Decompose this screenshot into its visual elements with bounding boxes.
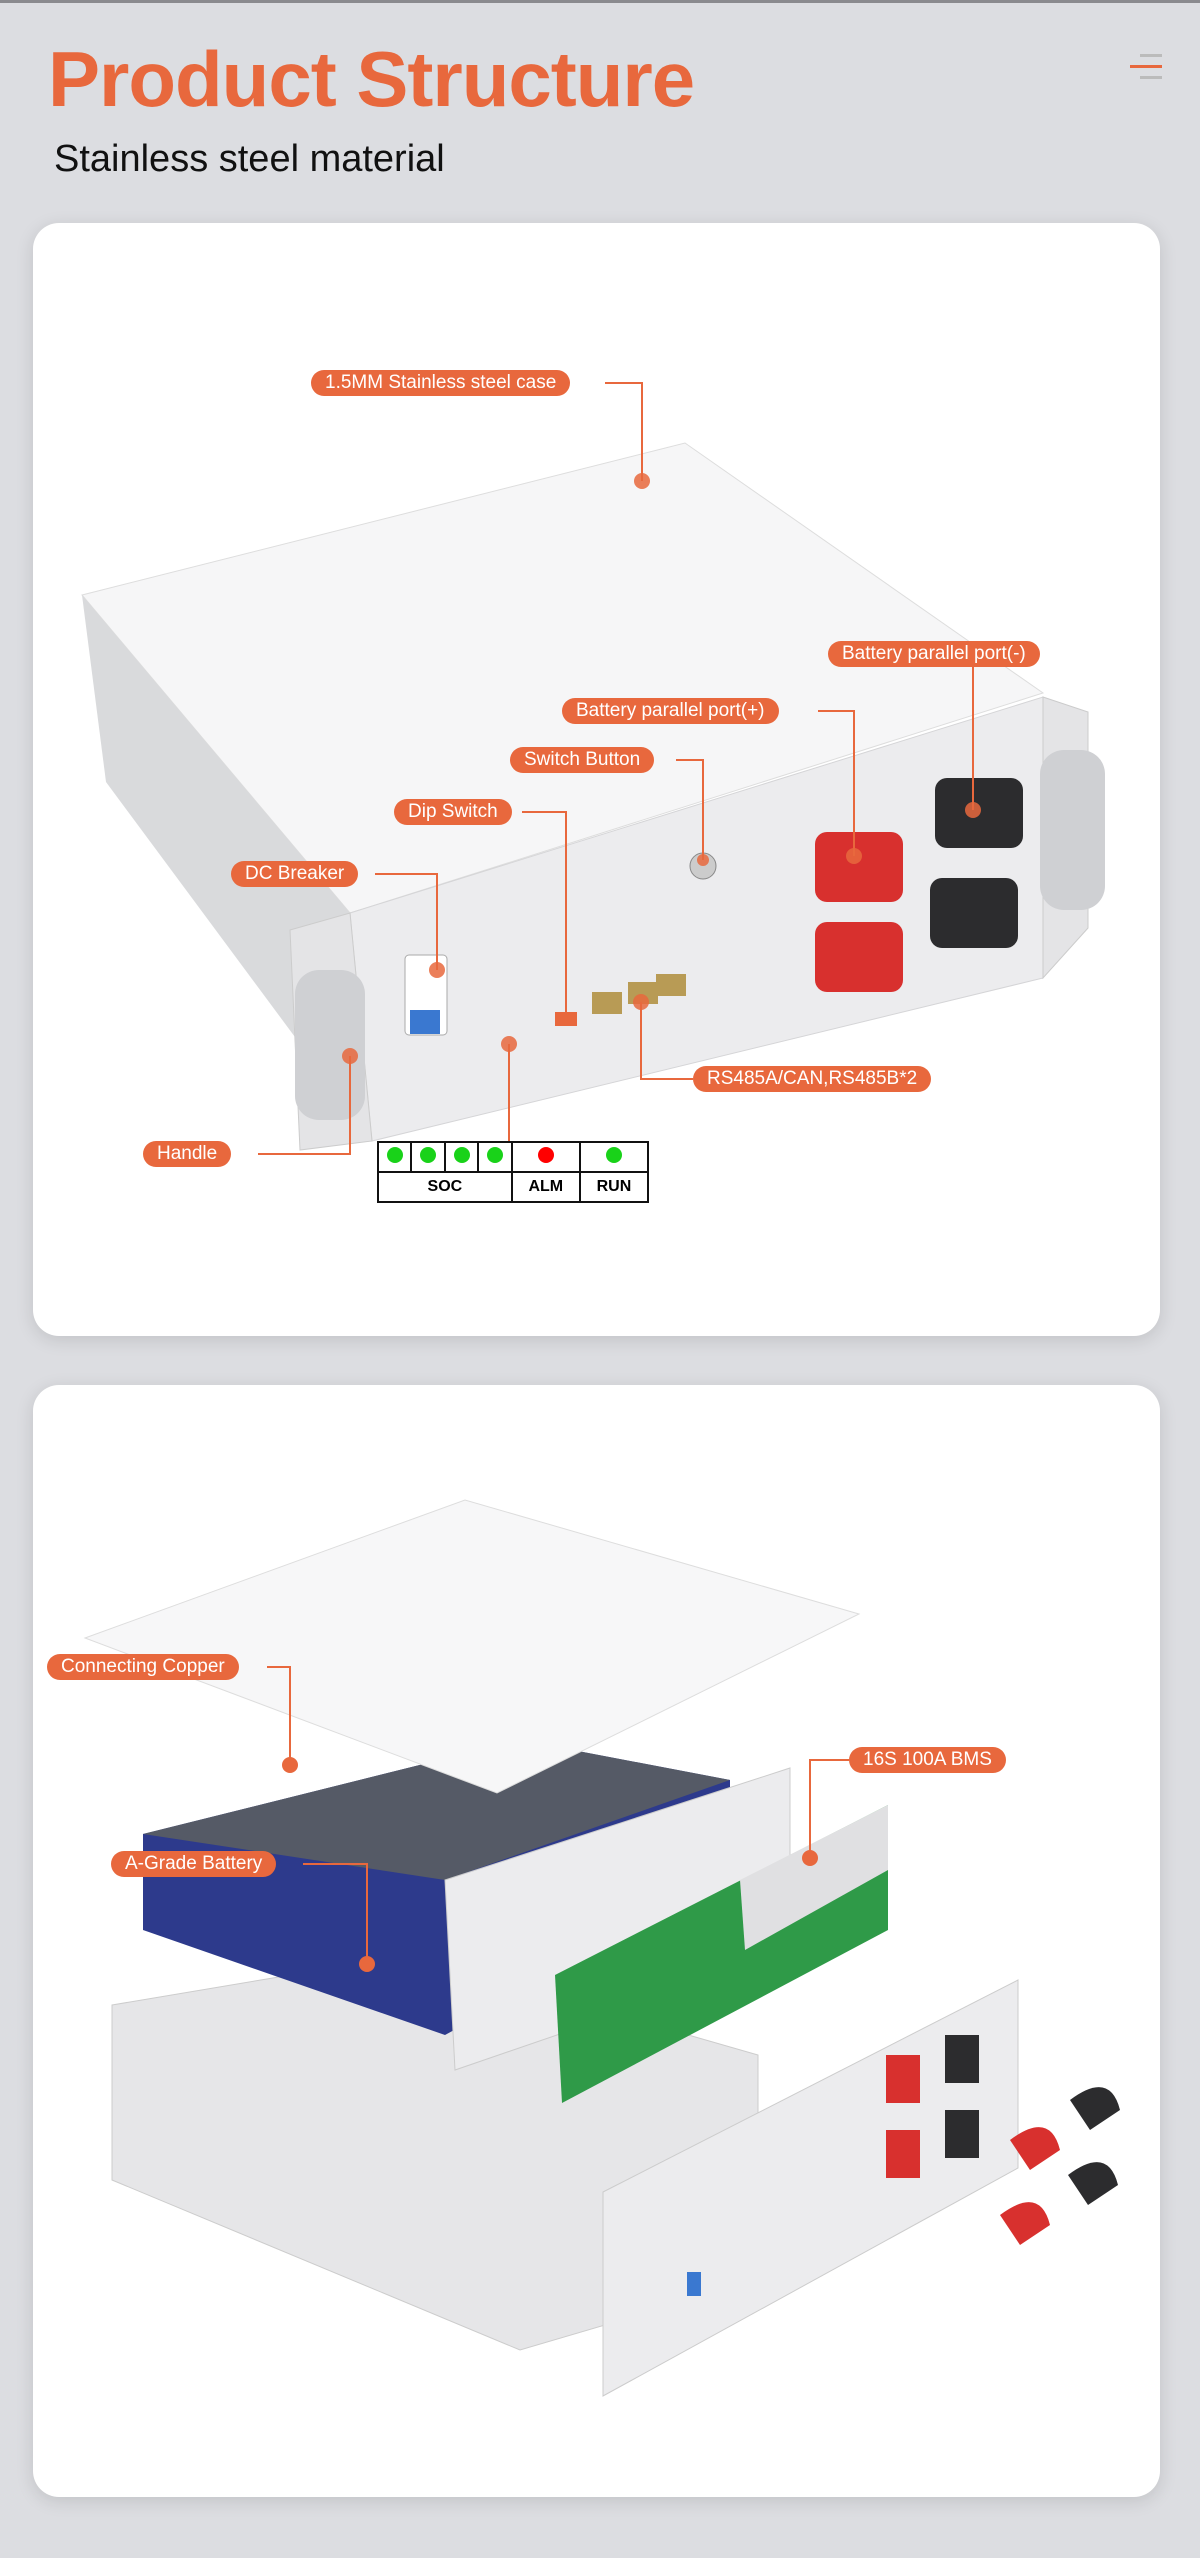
label-switch-button: Switch Button: [510, 747, 655, 773]
green-led-icon: [420, 1146, 437, 1163]
label-comm-ports: RS485A/CAN,RS485B*2: [693, 1066, 932, 1092]
alm-label: ALM: [510, 1171, 581, 1203]
led-run: [578, 1141, 650, 1173]
right-handle: [1040, 750, 1105, 910]
label-stainless-case: 1.5MM Stainless steel case: [311, 370, 571, 396]
green-led-icon: [605, 1146, 622, 1163]
led-soc-3: [443, 1141, 480, 1173]
label-parallel-port-negative: Battery parallel port(-): [828, 641, 1040, 667]
switch-button: [689, 852, 717, 880]
red-led-icon: [537, 1146, 554, 1163]
dc-breaker: [410, 1010, 440, 1034]
left-handle: [295, 970, 365, 1120]
led-alm: [510, 1141, 581, 1173]
led-soc-1: [376, 1141, 413, 1173]
green-led-icon: [386, 1146, 403, 1163]
product-exploded-card: [33, 1385, 1160, 2497]
battery-front-illustration: [81, 442, 1105, 1151]
green-led-icon: [453, 1146, 470, 1163]
led-indicator-table: SOC ALM RUN: [376, 1141, 650, 1203]
label-a-grade-battery: A-Grade Battery: [111, 1851, 277, 1877]
run-label: RUN: [578, 1171, 650, 1203]
page-title: Product Structure: [48, 35, 695, 123]
page-subtitle: Stainless steel material: [54, 138, 445, 180]
green-led-icon: [487, 1146, 504, 1163]
label-connecting-copper: Connecting Copper: [47, 1654, 239, 1680]
led-soc-2: [410, 1141, 446, 1173]
soc-label: SOC: [377, 1171, 513, 1203]
top-lid: [83, 1499, 861, 1794]
label-dip-switch: Dip Switch: [394, 799, 512, 825]
label-bms: 16S 100A BMS: [849, 1747, 1006, 1773]
label-handle: Handle: [143, 1141, 232, 1167]
label-dc-breaker: DC Breaker: [231, 861, 359, 887]
led-soc-4: [477, 1141, 513, 1173]
label-parallel-port-positive: Battery parallel port(+): [562, 698, 779, 724]
top-border: [0, 0, 1200, 3]
menu-icon[interactable]: [1126, 50, 1162, 84]
battery-exploded-illustration: [83, 1499, 1120, 2397]
